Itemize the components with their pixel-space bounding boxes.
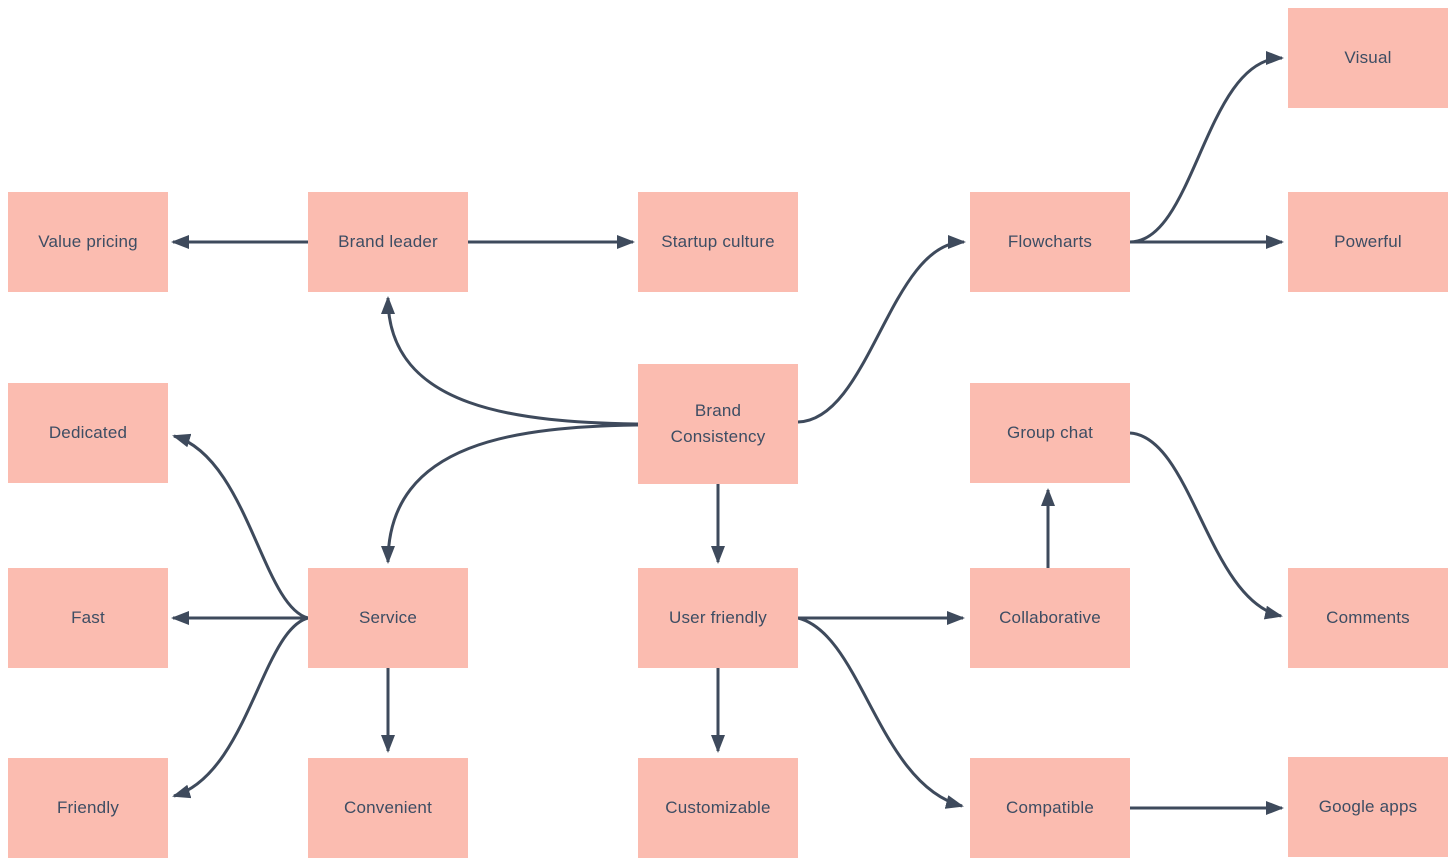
node-label: Value pricing: [38, 232, 138, 251]
node-label: Brand Consistency: [670, 401, 766, 446]
node-label: Friendly: [56, 798, 120, 817]
node-dedicated[interactable]: Dedicated: [8, 383, 168, 483]
node-label: Flowcharts: [1007, 232, 1093, 251]
node-comments[interactable]: Comments: [1288, 568, 1448, 668]
node-label: Startup culture: [661, 232, 775, 251]
node-label: Fast: [71, 608, 105, 627]
node-brand-consistency[interactable]: Brand Consistency: [638, 364, 798, 484]
edge-brand-consistency-flowcharts: [797, 235, 966, 424]
node-label: User friendly: [668, 608, 768, 627]
edge-service-friendly: [172, 616, 309, 799]
node-brand-leader[interactable]: Brand leader: [308, 192, 468, 292]
node-powerful[interactable]: Powerful: [1288, 192, 1448, 292]
node-label: Google apps: [1318, 797, 1418, 816]
node-friendly[interactable]: Friendly: [8, 758, 168, 858]
node-customizable[interactable]: Customizable: [638, 758, 798, 858]
node-google-apps[interactable]: Google apps: [1288, 757, 1448, 857]
edge-brand-consistency-service: [381, 423, 639, 564]
node-label: Collaborative: [999, 608, 1101, 627]
node-label: Brand leader: [338, 232, 438, 251]
node-visual[interactable]: Visual: [1288, 8, 1448, 108]
node-label: Compatible: [1006, 798, 1094, 817]
node-label: Powerful: [1334, 232, 1402, 251]
node-label: Group chat: [1006, 423, 1094, 442]
node-flowcharts[interactable]: Flowcharts: [970, 192, 1130, 292]
node-label: Dedicated: [48, 423, 128, 442]
node-label: Visual: [1344, 48, 1392, 67]
edge-group-chat-comments: [1129, 431, 1283, 620]
node-convenient[interactable]: Convenient: [308, 758, 468, 858]
node-collaborative[interactable]: Collaborative: [970, 568, 1130, 668]
edge-flowcharts-visual: [1129, 51, 1284, 244]
node-value-pricing[interactable]: Value pricing: [8, 192, 168, 292]
node-user-friendly[interactable]: User friendly: [638, 568, 798, 668]
edge-user-friendly-compatible: [797, 616, 964, 809]
node-fast[interactable]: Fast: [8, 568, 168, 668]
node-label: Comments: [1326, 608, 1410, 627]
edge-brand-consistency-brand-leader: [381, 296, 639, 426]
node-service[interactable]: Service: [308, 568, 468, 668]
node-group-chat[interactable]: Group chat: [970, 383, 1130, 483]
node-label: Convenient: [343, 798, 432, 817]
node-label: Customizable: [665, 798, 771, 817]
edge-service-dedicated: [172, 433, 309, 620]
node-compatible[interactable]: Compatible: [970, 758, 1130, 858]
node-label: Service: [358, 608, 418, 627]
node-startup-culture[interactable]: Startup culture: [638, 192, 798, 292]
